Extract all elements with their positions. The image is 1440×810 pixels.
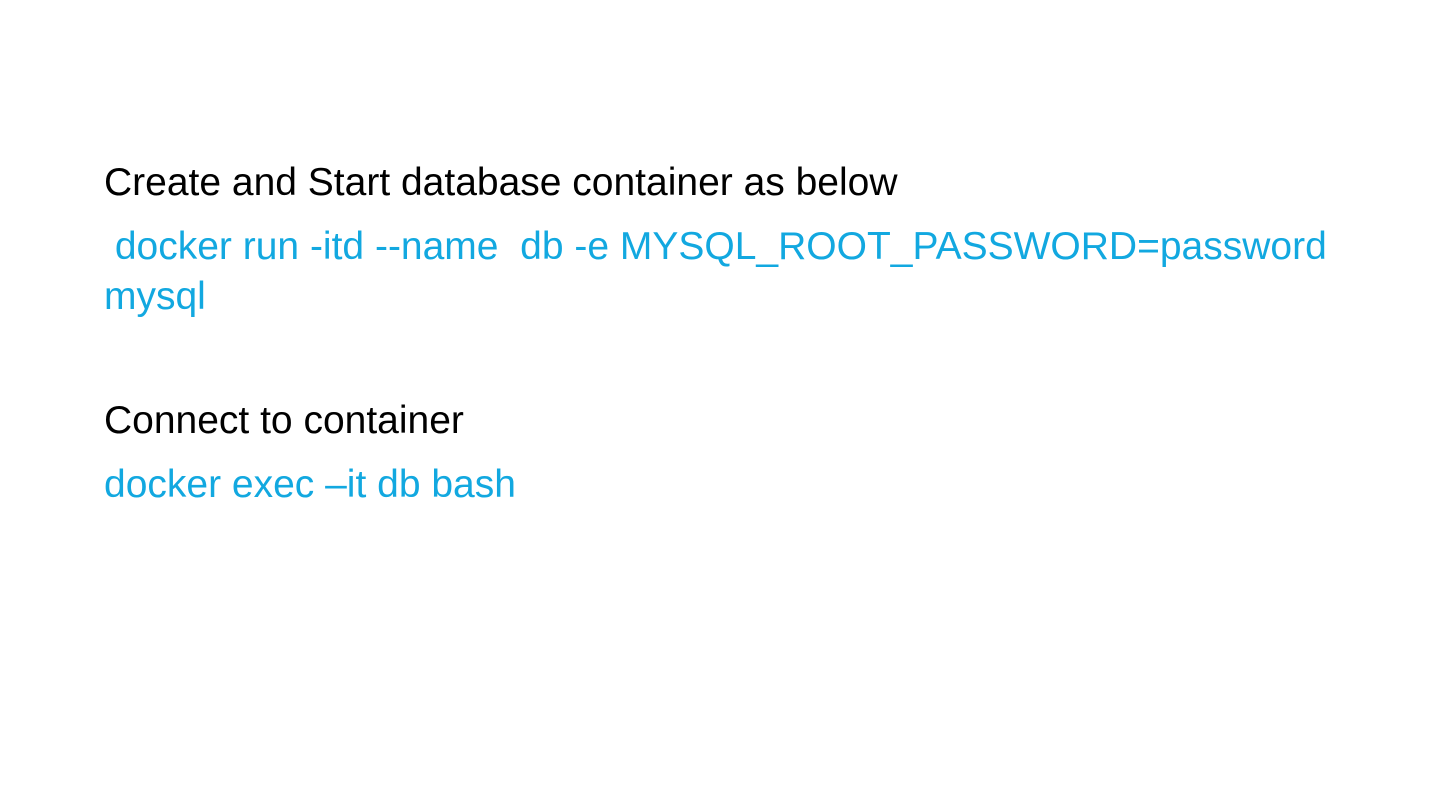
section-create-container: Create and Start database container as b… [104, 158, 1364, 322]
section-connect-container: Connect to container docker exec –it db … [104, 396, 1364, 510]
slide-content: Create and Start database container as b… [104, 158, 1364, 510]
command-line: docker exec –it db bash [104, 463, 516, 506]
command-line: mysql [104, 275, 206, 318]
section-spacer [104, 322, 1364, 396]
command-text: docker run -itd --name db -e MYSQL_ROOT_… [104, 222, 1364, 322]
section-heading: Connect to container [104, 399, 464, 442]
command-line: docker run -itd --name db -e MYSQL_ROOT_… [104, 225, 1327, 268]
command-text: docker exec –it db bash [104, 460, 1364, 510]
section-heading: Create and Start database container as b… [104, 161, 898, 204]
